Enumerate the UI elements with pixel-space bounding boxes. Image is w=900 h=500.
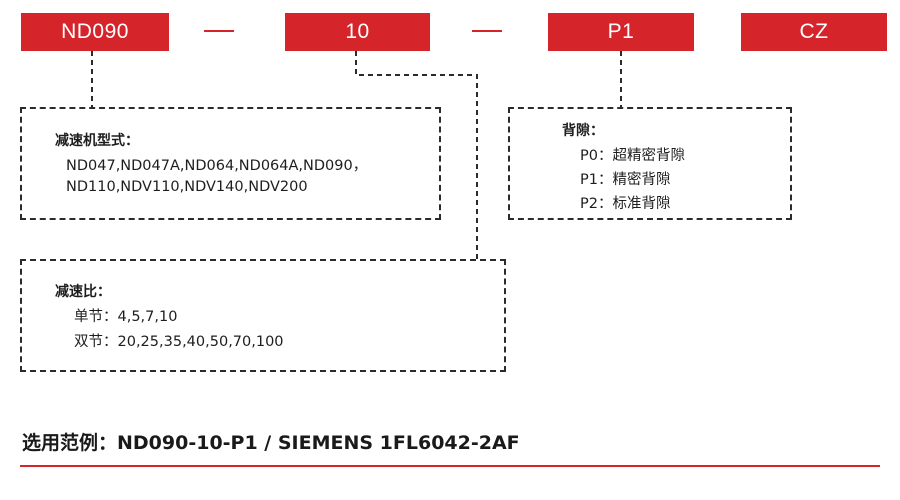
backlash-title: 背隙： bbox=[562, 123, 604, 139]
model-types-line: ND047,ND047A,ND064,ND064A,ND090， bbox=[66, 158, 368, 174]
code-ratio: 10 bbox=[285, 13, 430, 51]
code-model: ND090 bbox=[21, 13, 169, 51]
code-suffix: CZ bbox=[741, 13, 887, 51]
model-types-panel: 减速机型式： ND047,ND047A,ND064,ND064A,ND090， … bbox=[20, 107, 441, 220]
ratio-panel: 减速比： 单节：4,5,7,10 双节：20,25,35,40,50,70,10… bbox=[20, 259, 506, 372]
separator-dash-1 bbox=[204, 30, 234, 32]
bottom-divider bbox=[20, 465, 880, 467]
ratio-double-stage: 双节：20,25,35,40,50,70,100 bbox=[74, 334, 284, 350]
connector-ratio bbox=[355, 51, 478, 259]
backlash-option: P2：标准背隙 bbox=[580, 196, 671, 212]
model-types-title: 减速机型式： bbox=[55, 133, 139, 149]
separator-dash-2 bbox=[472, 30, 502, 32]
selection-example: 选用范例：ND090-10-P1 / SIEMENS 1FL6042-2AF bbox=[22, 432, 520, 454]
ratio-title: 减速比： bbox=[55, 284, 111, 300]
backlash-option: P1：精密背隙 bbox=[580, 172, 671, 188]
model-types-line: ND110,NDV110,NDV140,NDV200 bbox=[66, 179, 308, 195]
code-backlash: P1 bbox=[548, 13, 694, 51]
ratio-single-stage: 单节：4,5,7,10 bbox=[74, 309, 178, 325]
backlash-option: P0：超精密背隙 bbox=[580, 148, 685, 164]
backlash-panel: 背隙： P0：超精密背隙 P1：精密背隙 P2：标准背隙 bbox=[508, 107, 792, 220]
